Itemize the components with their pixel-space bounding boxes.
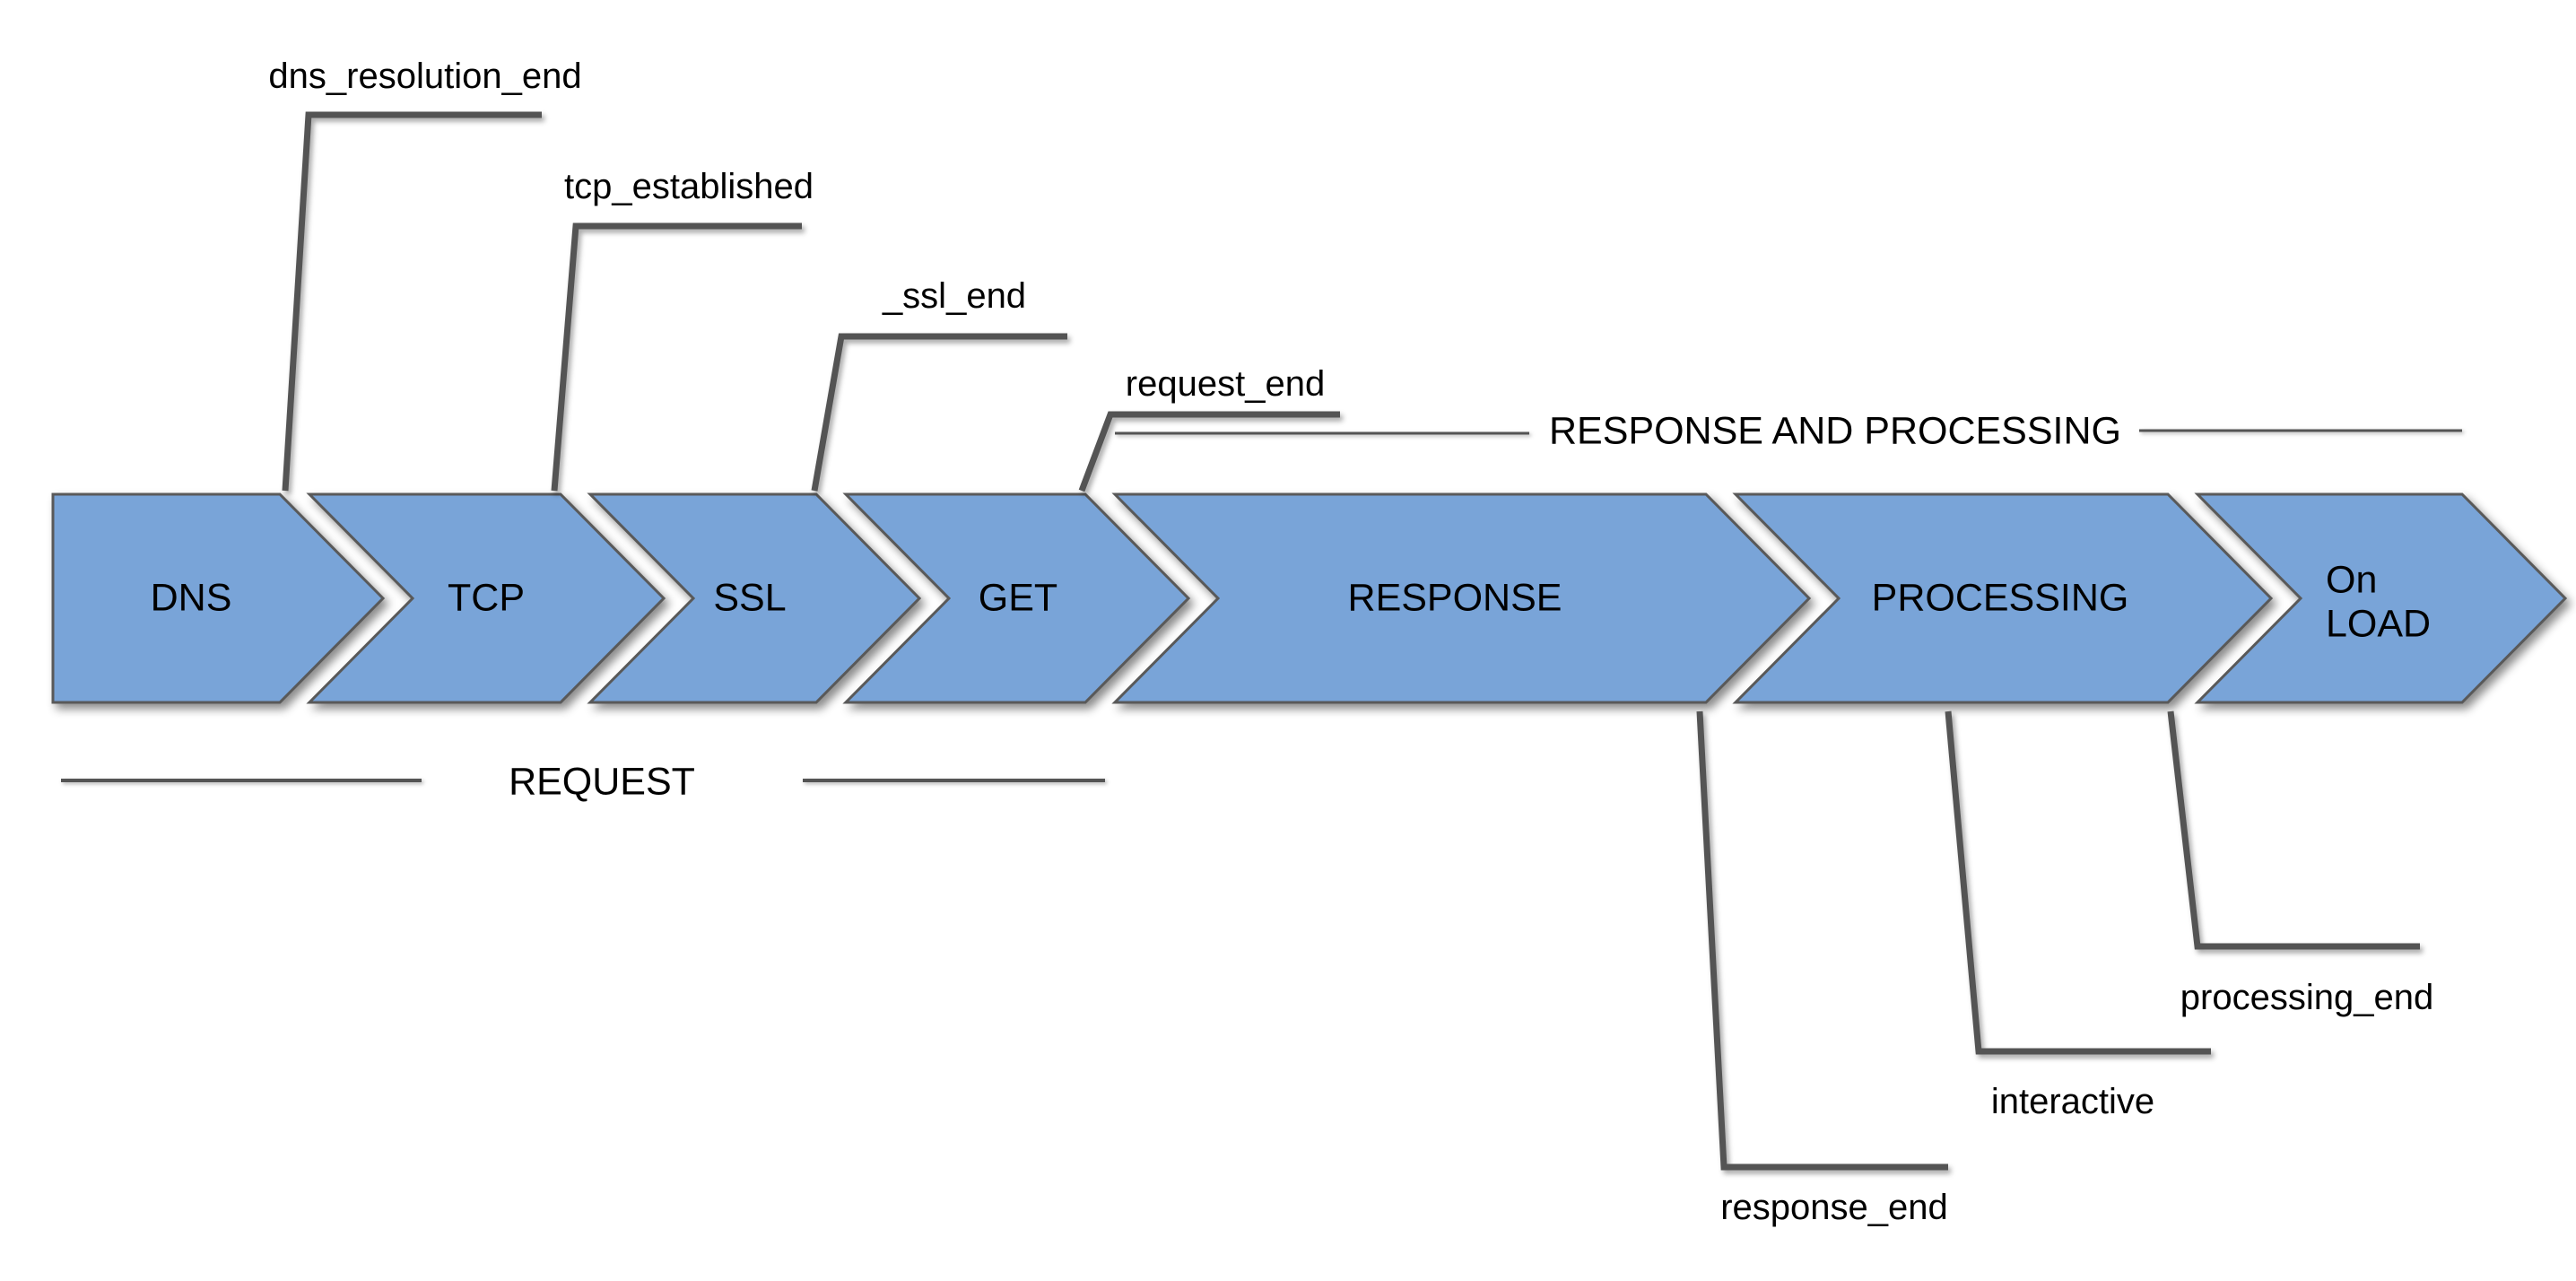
- callout-line-response-end: [1696, 710, 1948, 1171]
- callout-label-dns-resolution-end: dns_resolution_end: [268, 57, 582, 96]
- phase-label-tcp: TCP: [448, 576, 525, 620]
- phase-shape-response: [1111, 492, 1812, 704]
- callout-line-tcp-established: [551, 222, 802, 492]
- callout-label-interactive: interactive: [1990, 1082, 2155, 1121]
- phase-shape-processing: [1732, 492, 2274, 704]
- callout-label-tcp-established: tcp_established: [564, 167, 814, 206]
- phase-label-dns: DNS: [150, 576, 232, 620]
- phase-shape-get: [842, 492, 1191, 704]
- callout-line-processing-end: [2167, 710, 2420, 950]
- phases-layer: [51, 492, 2568, 704]
- callout-label-request-end: request_end: [1125, 364, 1326, 404]
- phase-label-ssl: SSL: [713, 576, 787, 620]
- section-label-response-and-processing: RESPONSE AND PROCESSING: [1549, 409, 2121, 453]
- callout-label-processing-end: processing_end: [2180, 978, 2434, 1017]
- phase-shape-ssl: [587, 492, 922, 704]
- phase-label-onload: On LOAD: [2326, 558, 2432, 646]
- callout-label-ssl-end: _ssl_end: [882, 276, 1027, 316]
- callout-line-request-end: [1078, 411, 1340, 492]
- phase-shape-tcp: [306, 492, 666, 704]
- callout-line-interactive: [1945, 710, 2211, 1055]
- callout-line-ssl-end: [811, 333, 1067, 492]
- callout-lines-layer: [282, 111, 2420, 1171]
- phase-shape-dns: [51, 492, 386, 704]
- phase-label-processing: PROCESSING: [1871, 576, 2129, 620]
- section-label-request: REQUEST: [509, 760, 695, 804]
- callout-label-response-end: response_end: [1720, 1188, 1948, 1227]
- phase-shape-onload: [2194, 492, 2568, 704]
- phase-label-response: RESPONSE: [1347, 576, 1562, 620]
- phase-label-get: GET: [978, 576, 1058, 620]
- callout-line-dns-resolution-end: [282, 111, 542, 492]
- section-lines-layer: [61, 429, 2462, 782]
